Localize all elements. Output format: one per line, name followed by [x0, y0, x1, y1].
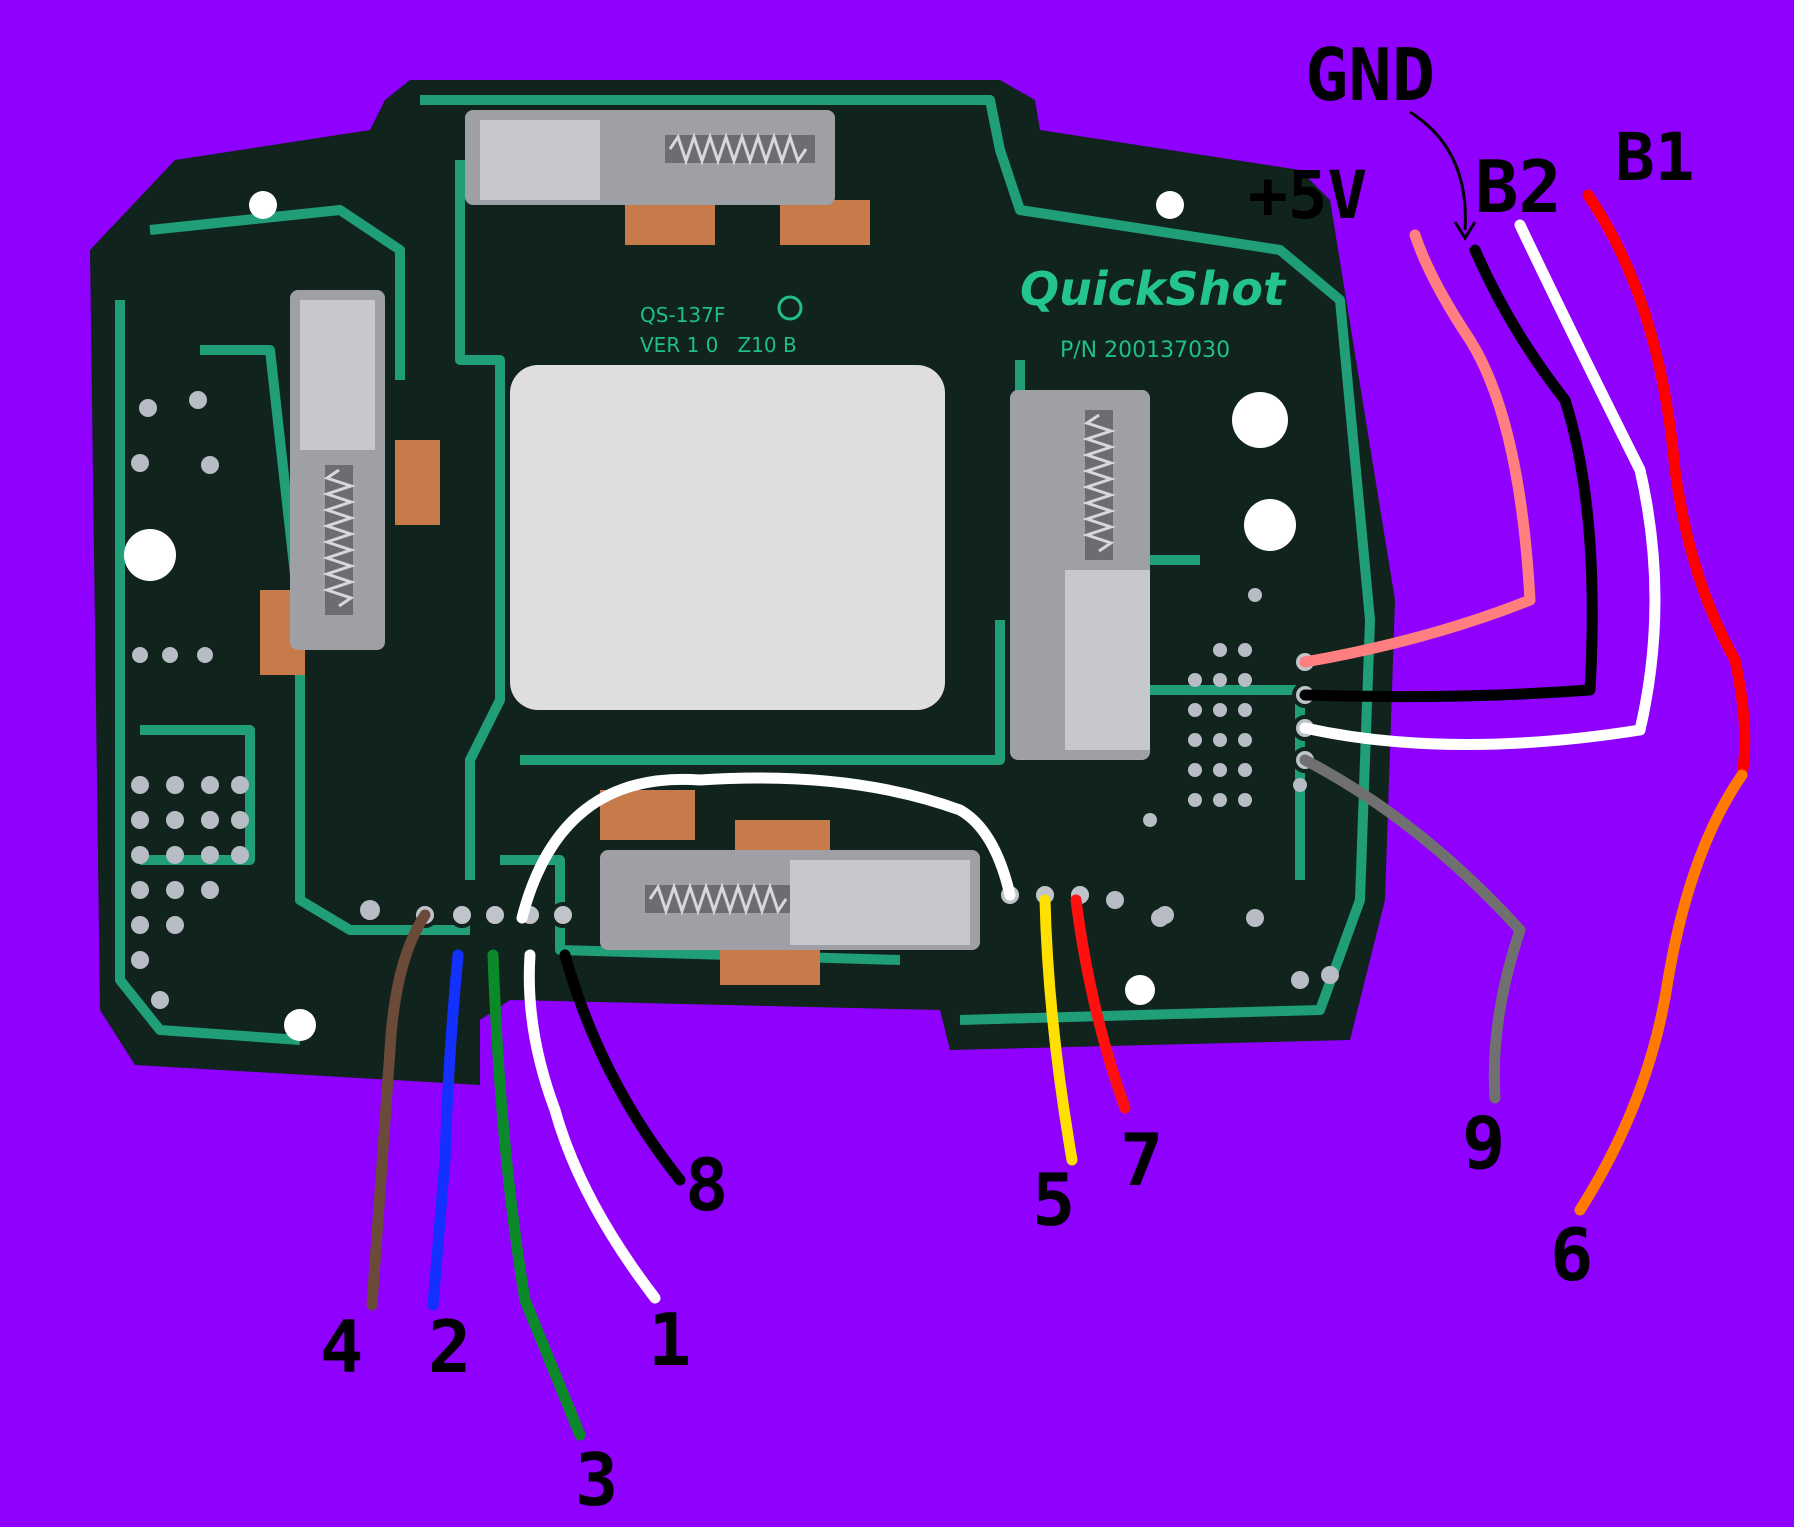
label-gnd: GND	[1305, 33, 1435, 117]
board-model: QS-137F	[640, 303, 725, 327]
wire-pin8	[559, 949, 686, 1186]
wire-pin7	[1070, 894, 1131, 1114]
wire-pin3	[487, 949, 586, 1441]
center-window	[510, 365, 945, 710]
solder-joints	[131, 391, 1339, 1009]
microswitch-left	[290, 290, 385, 650]
wire-plus5v	[1299, 229, 1536, 668]
wire-pin6	[1574, 769, 1748, 1216]
wire-pin9	[1299, 754, 1526, 1104]
label-pin6: 6	[1550, 1213, 1593, 1297]
label-b2: B2	[1475, 145, 1562, 229]
wire-pin1-bottom	[523, 949, 661, 1304]
wire-pin5	[1039, 894, 1078, 1166]
board-version: VER 1 0 Z10 B	[640, 333, 797, 357]
label-pin9: 9	[1462, 1101, 1505, 1185]
wire-pin2	[427, 949, 464, 1311]
label-pin1: 1	[648, 1298, 691, 1382]
wires	[366, 189, 1751, 1441]
approval-logo-icon	[777, 295, 803, 321]
label-pin4: 4	[320, 1305, 363, 1389]
label-pin5: 5	[1032, 1158, 1075, 1242]
microswitch-bottom	[600, 850, 980, 950]
mounting-holes	[124, 191, 1296, 1041]
gnd-arrow-icon	[1409, 110, 1477, 241]
wire-gnd	[1299, 244, 1598, 703]
label-plus5v: +5V	[1248, 157, 1367, 234]
brand-logo: QuickShot	[1020, 262, 1287, 316]
label-pin8: 8	[685, 1143, 728, 1227]
microswitch-right	[1010, 390, 1150, 760]
microswitch-top	[465, 110, 835, 205]
label-pin3: 3	[575, 1438, 618, 1522]
wire-b1	[1582, 189, 1751, 781]
label-pin7: 7	[1120, 1118, 1163, 1202]
wire-b2	[1299, 219, 1661, 751]
part-number: P/N 200137030	[1060, 338, 1230, 363]
label-b1: B1	[1615, 119, 1694, 196]
wire-pin4	[366, 909, 431, 1311]
label-pin2: 2	[428, 1305, 471, 1389]
wire-pin1-loop	[516, 772, 1016, 924]
